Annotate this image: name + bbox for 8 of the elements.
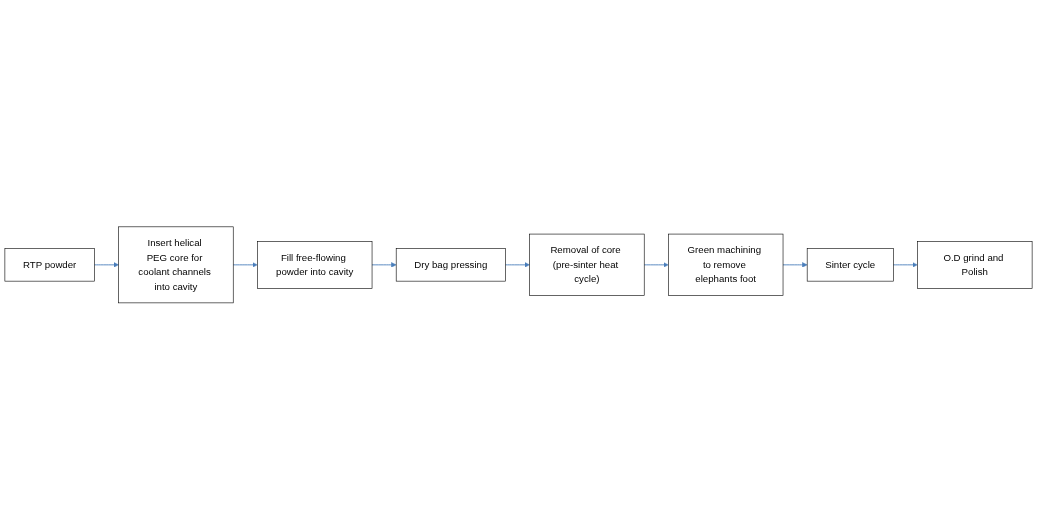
node-box: O.D grind and Polish bbox=[917, 240, 1033, 289]
node-box: Green machining to remove elephants foot bbox=[668, 233, 784, 296]
node-box: Dry bag pressing bbox=[395, 247, 506, 282]
node-box: Insert helical PEG core for coolant channels into cavity bbox=[118, 226, 234, 303]
node-box: Sinter cycle bbox=[806, 247, 894, 282]
node-box: Removal of core (pre-sinter heat cycle) bbox=[529, 233, 645, 296]
node-box: Fill free-flowing powder into cavity bbox=[257, 240, 373, 289]
node-box: RTP powder bbox=[4, 247, 95, 282]
